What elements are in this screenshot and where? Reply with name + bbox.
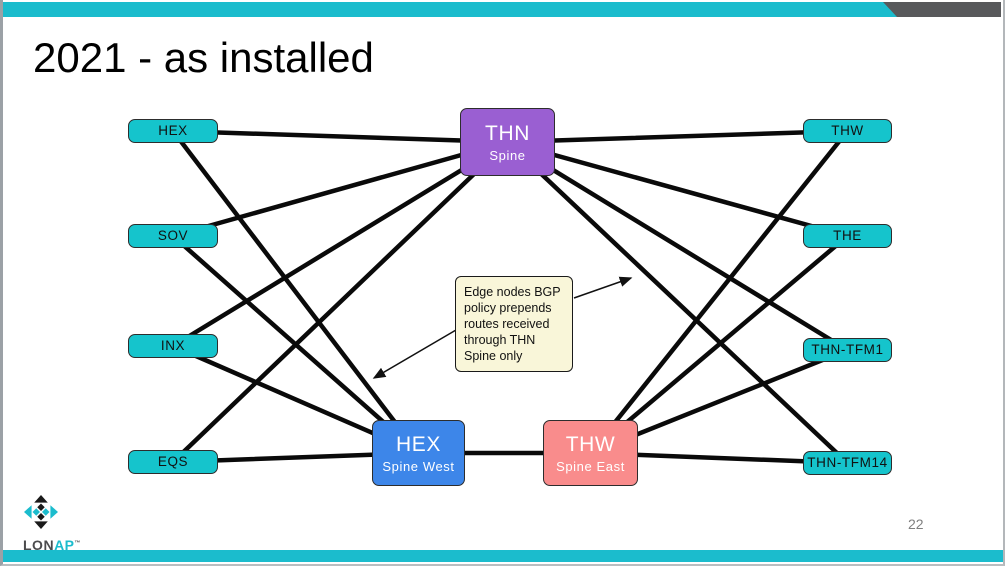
link-hex-thn-spine <box>170 128 510 145</box>
link-thw-thn-spine <box>505 128 850 145</box>
node-sov: SOV <box>128 224 218 248</box>
node-label: INX <box>160 338 186 354</box>
link-eqs-thn-spine <box>170 139 510 465</box>
node-label: HEX <box>396 432 441 456</box>
link-inx-thn-spine <box>170 139 510 349</box>
node-thn-tfm14: THN-TFM14 <box>803 451 892 475</box>
node-hex-spine-west: HEX Spine West <box>372 420 465 486</box>
node-hex: HEX <box>128 119 218 143</box>
node-label: THN-TFM14 <box>807 455 888 471</box>
link-the-thn-spine <box>505 139 850 239</box>
node-label: THE <box>833 228 862 244</box>
page-number: 22 <box>908 516 924 532</box>
node-label: THW <box>831 123 864 139</box>
node-label: THN-TFM1 <box>811 342 884 358</box>
link-thn-tfm14-thn-spine <box>505 139 850 466</box>
node-sublabel: Spine <box>489 147 526 163</box>
link-sov-hex-spine-west <box>170 233 421 456</box>
lonap-logo-icon <box>24 495 58 529</box>
node-label: THW <box>565 432 616 456</box>
top-accent-bar-gray <box>858 2 1001 17</box>
annotation-arrow-1 <box>573 276 633 299</box>
node-label: EQS <box>157 454 189 470</box>
annotation-callout: Edge nodes BGP policy prepends routes re… <box>455 276 573 372</box>
node-inx: INX <box>128 334 218 358</box>
link-the-thw-spine-east <box>588 233 850 456</box>
lonap-logo: LONAP™ <box>21 494 91 553</box>
link-hex-hex-spine-west <box>170 128 421 456</box>
link-thw-thw-spine-east <box>588 128 850 456</box>
node-thw-spine-east: THW Spine East <box>543 420 638 486</box>
node-thw: THW <box>803 119 892 143</box>
node-sublabel: Spine East <box>556 458 625 474</box>
top-accent-bar-teal <box>3 2 897 17</box>
node-label: HEX <box>158 123 188 139</box>
lonap-logo-text: LONAP™ <box>23 537 82 553</box>
node-eqs: EQS <box>128 450 218 474</box>
node-label: SOV <box>157 228 189 244</box>
bottom-accent-bar <box>3 550 1003 562</box>
link-sov-thn-spine <box>170 139 510 239</box>
annotation-arrow-2 <box>372 329 457 379</box>
page-title: 2021 - as installed <box>33 34 374 81</box>
node-label: THN <box>485 121 530 145</box>
node-sublabel: Spine West <box>382 458 455 474</box>
node-thn-tfm1: THN-TFM1 <box>803 338 892 362</box>
link-thn-tfm1-thn-spine <box>505 139 850 353</box>
node-thn-spine: THN Spine <box>460 108 555 176</box>
node-the: THE <box>803 224 892 248</box>
